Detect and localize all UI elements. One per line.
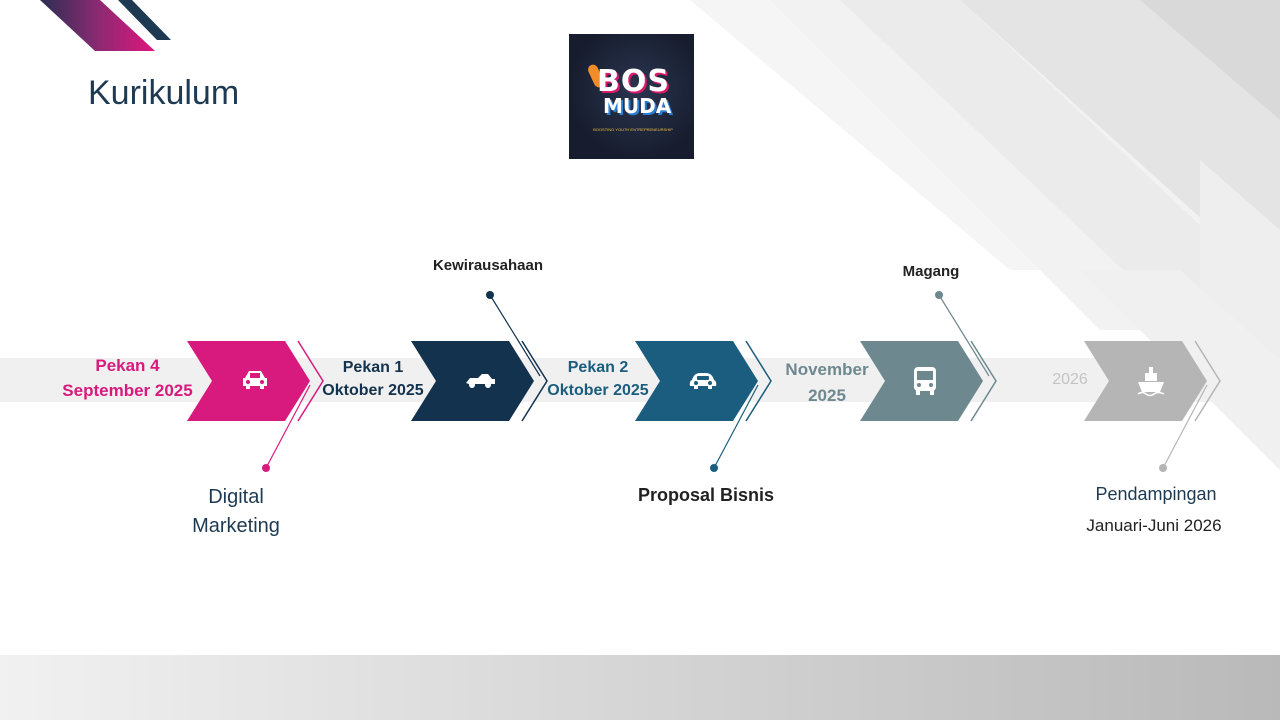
step-3-date-line1: Pekan 2 (567, 359, 629, 376)
step-2-topic: Kewirausahaan (432, 257, 544, 274)
chevron-outline-5 (1194, 340, 1221, 422)
connector-dot-2 (486, 291, 494, 299)
connector-line-4 (938, 294, 990, 377)
step-5-subtitle: Januari-Juni 2026 (1086, 516, 1222, 535)
bosmuda-logo: BOS MUDA BOOSTING YOUTH ENTREPRENEURSHIP (569, 34, 694, 159)
step-4-date-line1: November (785, 360, 869, 379)
logo-text-line1: BOS (597, 64, 670, 99)
step-5-topic: Pendampingan (1095, 484, 1217, 504)
connector-line-5 (1162, 384, 1208, 469)
step-3-topic: Proposal Bisnis (637, 485, 775, 505)
chevron-outline-2 (521, 340, 548, 422)
step-4-date: November 2025 (764, 357, 890, 409)
chevron-outline-4 (970, 340, 997, 422)
connector-line-3 (713, 384, 759, 469)
ship-icon (1137, 367, 1165, 397)
chevron-outline-1 (297, 340, 324, 422)
page-title: Kurikulum (88, 74, 240, 112)
step-1-date: Pekan 4 September 2025 (40, 353, 215, 403)
step-2-date: Pekan 1 Oktober 2025 (303, 356, 443, 402)
step-1-date-line2: September 2025 (62, 381, 193, 400)
step-2-date-line2: Oktober 2025 (322, 382, 424, 399)
step-4-date-line2: 2025 (808, 386, 846, 405)
step-3-date: Pekan 2 Oktober 2025 (528, 356, 668, 402)
step-4-topic: Magang (902, 263, 960, 280)
connector-dot-4 (935, 291, 943, 299)
car-icon (243, 371, 267, 389)
connector-line-1 (265, 384, 311, 469)
connector-line-2 (489, 294, 541, 377)
bus-icon (914, 367, 936, 395)
step-2-date-line1: Pekan 1 (342, 359, 404, 376)
footer-band (0, 655, 1280, 720)
accent-stripe-navy (118, 0, 171, 40)
logo-tagline: BOOSTING YOUTH ENTREPRENEURSHIP (593, 127, 673, 132)
step-1-topic: Digital Marketing (192, 486, 280, 537)
step-5-date: 2026 (1052, 371, 1088, 388)
step-3-date-line2: Oktober 2025 (547, 382, 649, 399)
chevron-outline-3 (745, 340, 772, 422)
step-1-date-line1: Pekan 4 (95, 356, 160, 375)
diagonal-decoration (690, 0, 1280, 470)
logo-text-line2: MUDA (603, 94, 672, 118)
accent-stripe-magenta (40, 0, 155, 51)
car-front-icon (689, 373, 717, 389)
connector-dot-5 (1159, 464, 1167, 472)
race-car-icon (466, 374, 495, 388)
connector-dot-3 (710, 464, 718, 472)
connector-dot-1 (262, 464, 270, 472)
